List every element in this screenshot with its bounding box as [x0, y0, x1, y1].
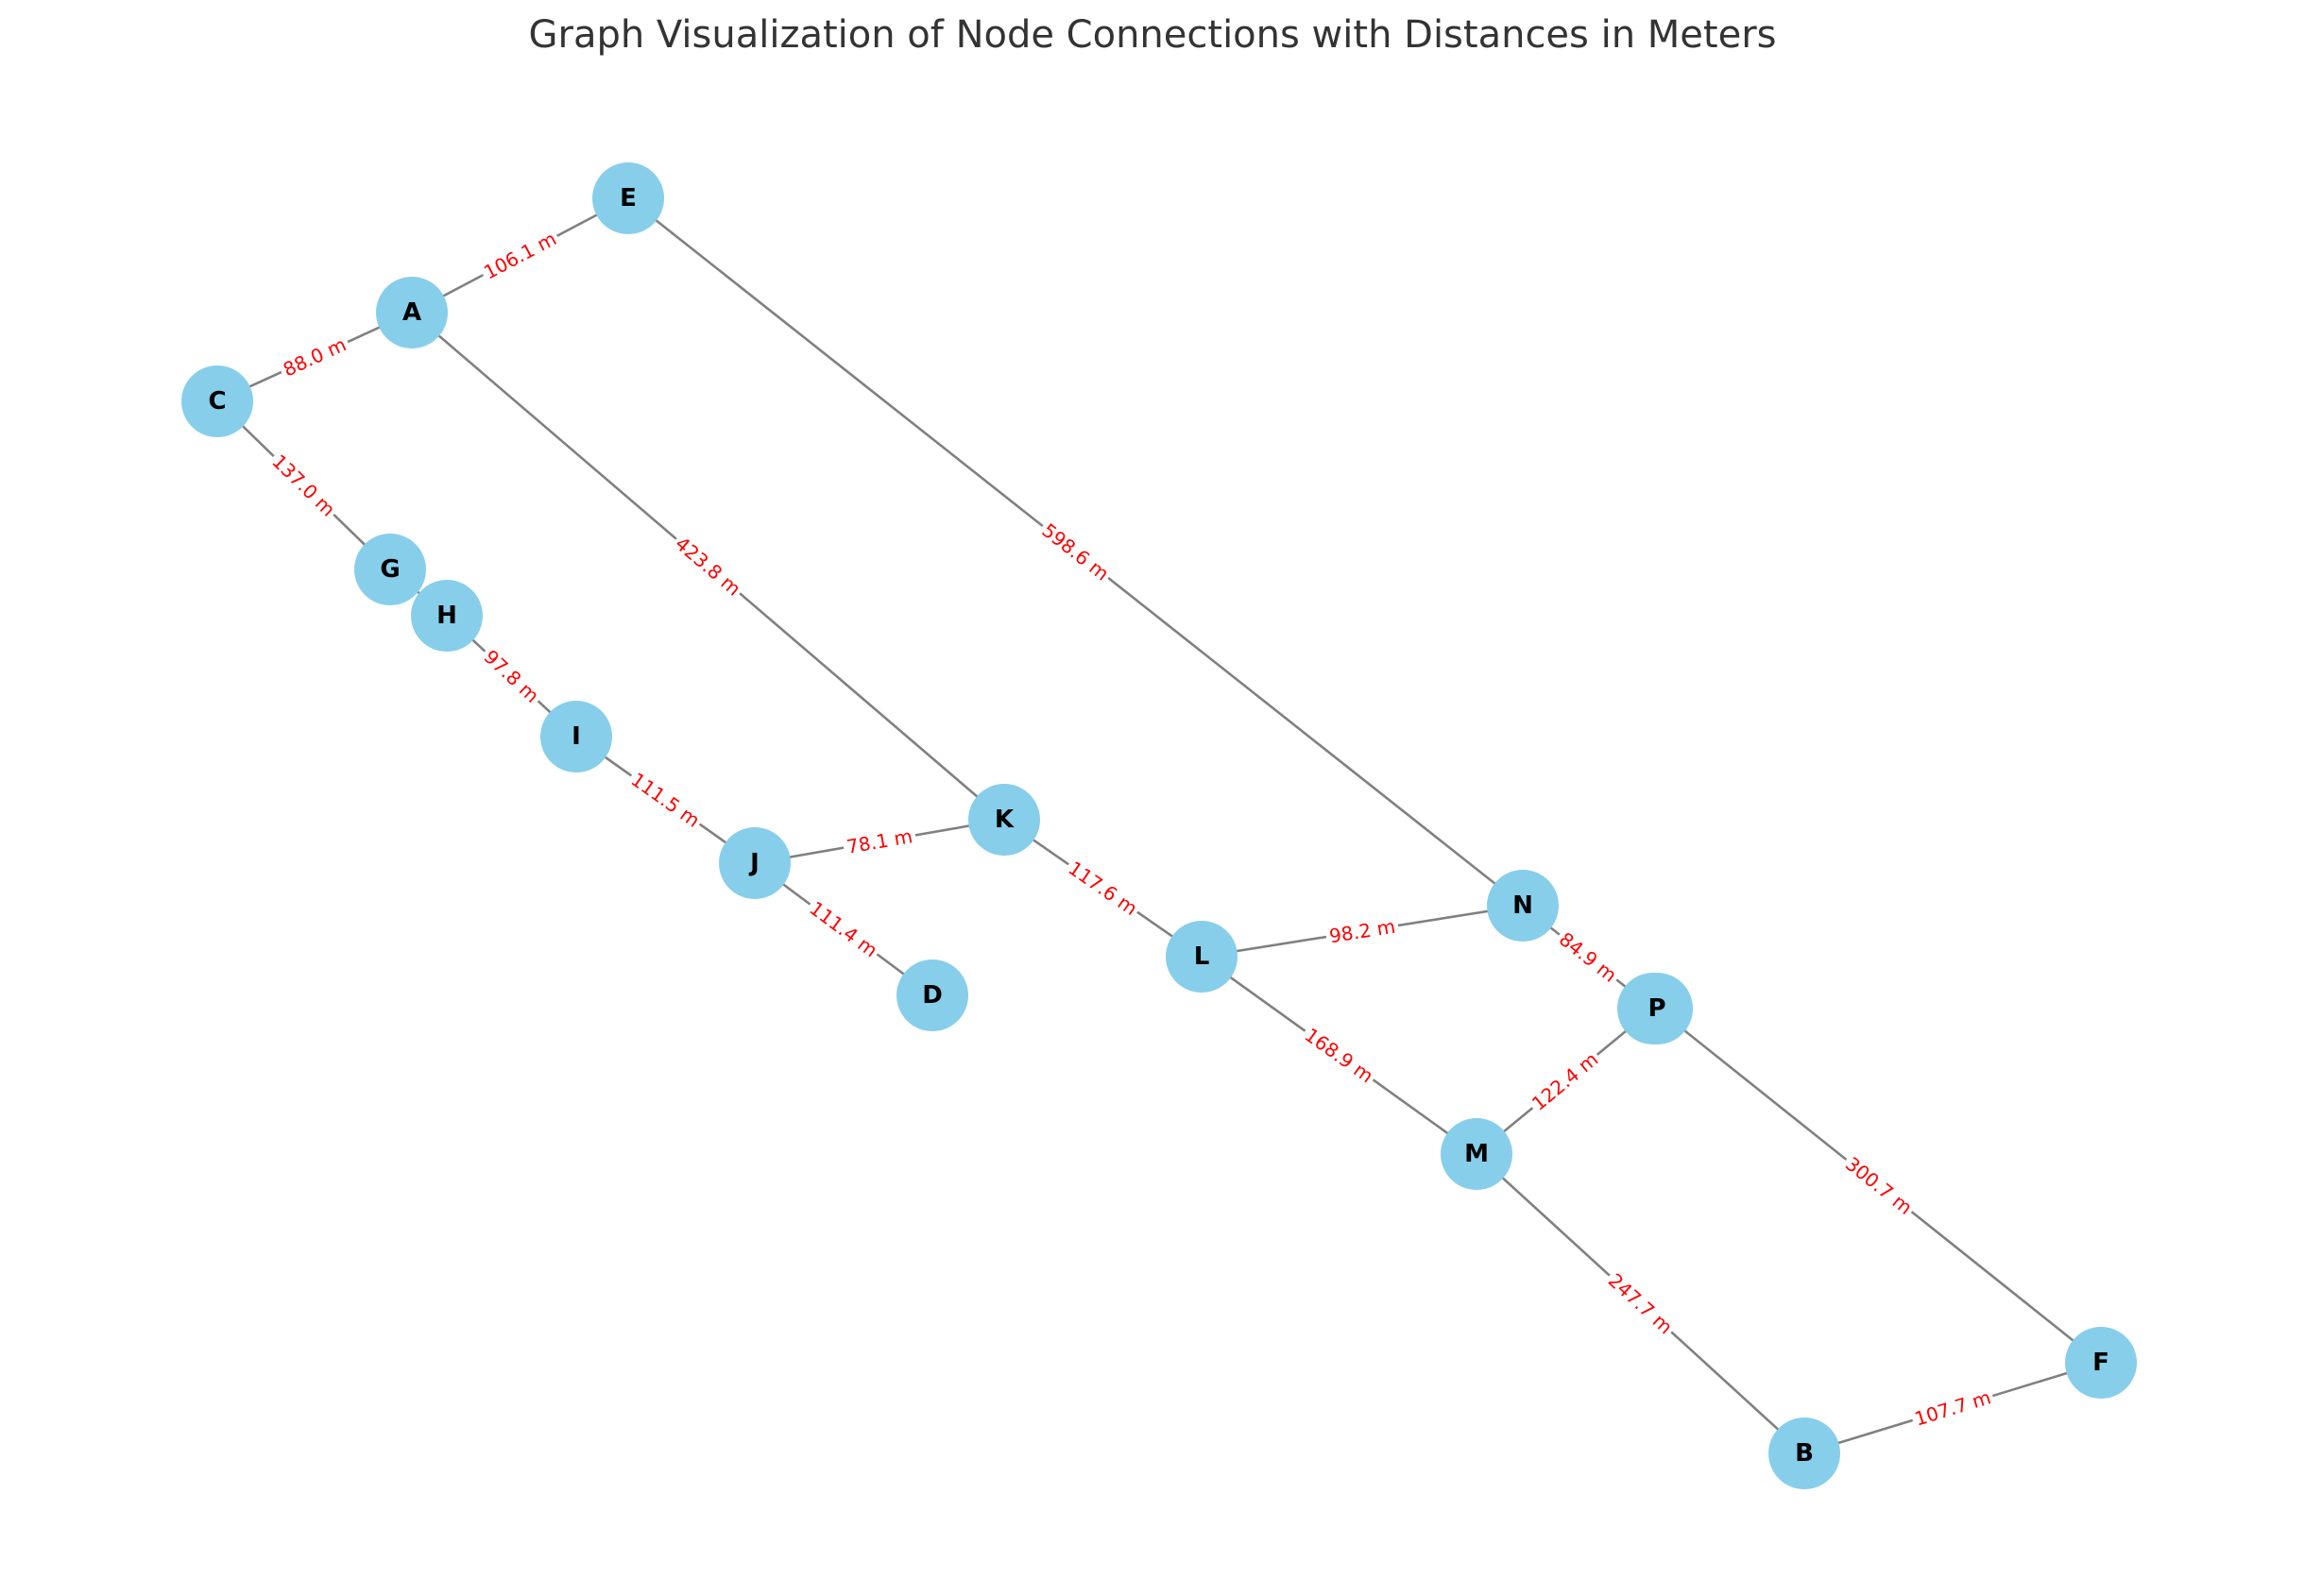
node-H: H [411, 580, 483, 652]
node-label: E [620, 184, 637, 212]
edge-label-J-K: 78.1 m [841, 823, 918, 860]
node-G: G [354, 534, 426, 605]
edge-label-background [276, 331, 353, 383]
nodes-layer: ABCDEFGHIJKLMNOP [181, 162, 2137, 1489]
edge-label-text: 111.4 m [806, 897, 882, 962]
node-label: M [1464, 1140, 1489, 1168]
node-circle [1166, 921, 1238, 993]
node-circle [1621, 973, 1693, 1044]
node-E: E [592, 162, 664, 234]
node-B: B [1768, 1418, 1840, 1489]
node-circle [2065, 1327, 2137, 1399]
edge-label-text: 168.9 m [1301, 1024, 1378, 1088]
edge-label-background [1297, 1021, 1381, 1090]
edge-label-text: 84.9 m [1555, 927, 1621, 986]
node-circle [896, 959, 968, 1031]
node-label: B [1795, 1439, 1814, 1468]
edge-label-C-G: 137.0 m [265, 447, 343, 524]
node-circle [354, 534, 426, 605]
edge-label-text: 97.8 m [480, 645, 544, 707]
edge-label-B-F: 107.7 m [1908, 1384, 1997, 1433]
node-C: C [181, 365, 253, 437]
edge-label-text: 423.8 m [671, 532, 745, 600]
edge-label-background [1601, 1266, 1680, 1341]
node-F: F [2065, 1327, 2137, 1399]
node-circle [1441, 1118, 1512, 1190]
node-circle [411, 580, 483, 652]
node-circle [968, 784, 1040, 856]
edge-label-background [1323, 913, 1401, 949]
edge-label-A-C: 88.0 m [276, 331, 353, 383]
node-label: F [2092, 1349, 2109, 1377]
edge-label-A-K: 423.8 m [668, 529, 748, 603]
node-label: P [1648, 994, 1665, 1023]
edge-label-background [1034, 516, 1117, 588]
node-A: A [376, 277, 448, 348]
edges-layer [216, 196, 2102, 1455]
edge-label-background [668, 529, 748, 603]
node-label: K [995, 806, 1015, 834]
node-circle [1487, 870, 1559, 942]
node-label: C [208, 387, 226, 416]
edge-label-background [1908, 1384, 1997, 1433]
node-M: M [1441, 1118, 1512, 1190]
node-L: L [1166, 921, 1238, 993]
node-label: I [572, 722, 581, 751]
node-I: I [540, 701, 612, 773]
node-label: D [922, 981, 943, 1010]
edge-label-K-L: 117.6 m [1061, 854, 1145, 923]
edge-label-text: 122.4 m [1528, 1047, 1602, 1114]
edge-label-E-N: 598.6 m [1034, 516, 1117, 588]
edge-label-J-D: 111.4 m [802, 894, 885, 964]
node-circle [719, 827, 791, 899]
edge-label-background [841, 823, 918, 860]
edge-label-text: 598.6 m [1037, 518, 1113, 585]
node-J: J [719, 827, 791, 899]
edge-label-background [1551, 925, 1625, 990]
node-circle [376, 277, 448, 348]
edge-label-background [1061, 854, 1145, 923]
node-K: K [968, 784, 1040, 856]
node-D: D [896, 959, 968, 1031]
node-circle [181, 365, 253, 437]
edge-label-background [802, 894, 885, 964]
edge-label-P-F: 300.7 m [1838, 1149, 1920, 1222]
edge-label-A-E: 106.1 m [477, 225, 563, 286]
edge-label-text: 137.0 m [267, 450, 339, 520]
edge-label-background [477, 225, 563, 286]
edge-label-L-N: 98.2 m [1323, 913, 1401, 949]
node-N: N [1487, 870, 1559, 942]
edge-label-background [623, 765, 708, 835]
edge-label-I-J: 111.5 m [623, 765, 708, 835]
edge-label-background [476, 642, 547, 710]
edge-label-text: 88.0 m [280, 332, 350, 381]
node-circle [540, 701, 612, 773]
node-circle [1768, 1418, 1840, 1489]
node-circle [592, 162, 664, 234]
node-label: A [402, 298, 421, 327]
edge-label-text: 117.6 m [1065, 857, 1142, 920]
edge-label-M-B: 247.7 m [1601, 1266, 1680, 1341]
edge-label-H-I: 97.8 m [476, 642, 547, 710]
edge-label-background [1525, 1044, 1605, 1118]
edge-labels-layer: 106.1 m 88.0 m 423.8 m 598.6 m 137.0 m 97.8 m… [265, 225, 1997, 1433]
node-label: N [1512, 891, 1533, 920]
graph-title: Graph Visualization of Node Connections … [528, 13, 1777, 57]
edge-label-text: 111.5 m [627, 768, 705, 832]
edge-label-background [265, 447, 343, 524]
edge-label-L-M: 168.9 m [1297, 1021, 1381, 1090]
node-P: P [1621, 973, 1693, 1044]
edge-label-M-O: 122.4 m [1525, 1044, 1605, 1118]
edge-label-N-O: 84.9 m [1551, 925, 1625, 990]
edge-label-background [1838, 1149, 1920, 1222]
node-label: J [748, 849, 760, 877]
node-label: G [380, 555, 400, 584]
node-label: L [1194, 942, 1210, 971]
node-label: H [436, 602, 457, 630]
edge-label-text: 247.7 m [1604, 1269, 1678, 1339]
edge-label-text: 107.7 m [1912, 1385, 1993, 1430]
edge-label-text: 300.7 m [1841, 1152, 1917, 1219]
edge-label-text: 106.1 m [480, 227, 560, 283]
